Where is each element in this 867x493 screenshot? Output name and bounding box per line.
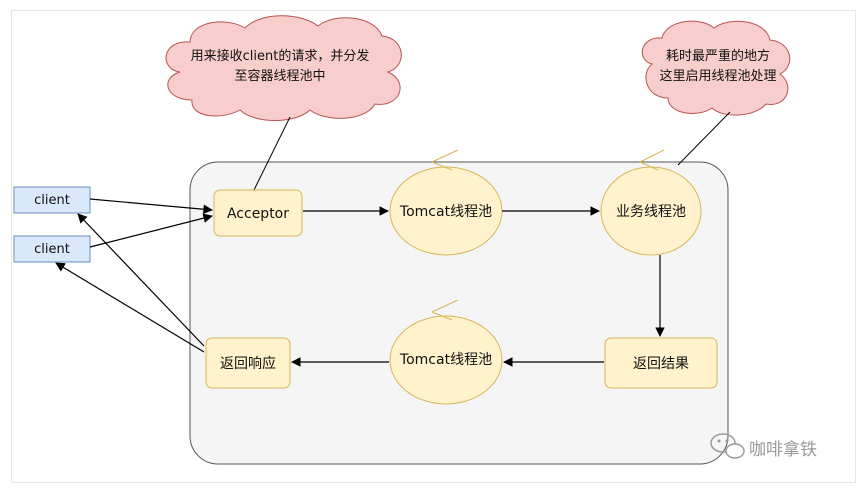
return-response-label: 返回响应 xyxy=(220,355,276,372)
acceptor-box xyxy=(213,189,303,237)
acceptor-label: Acceptor xyxy=(227,206,289,222)
callout-left-connector xyxy=(253,116,291,191)
watermark-text: 咖啡拿铁 xyxy=(749,439,817,460)
watermark: 咖啡拿铁 xyxy=(710,433,817,460)
business-pool-label: 业务线程池 xyxy=(616,204,686,220)
client-bottom-label: client xyxy=(34,242,70,257)
wechat-icon xyxy=(710,433,745,459)
callout-left-line1: 用来接收client的请求，并分发 xyxy=(191,48,370,64)
callout-right-line1: 耗时最严重的地方 xyxy=(666,48,770,64)
arrow-response-to-client-top xyxy=(77,213,205,347)
return-result-label: 返回结果 xyxy=(633,356,689,372)
callout-left-line2: 至容器线程池中 xyxy=(234,68,325,84)
server-container xyxy=(189,161,729,465)
callout-right-connector xyxy=(677,111,731,166)
arrow-client-bottom-to-acceptor xyxy=(89,213,213,248)
business-callout-cloud: 耗时最严重的地方 这里启用线程池处理 xyxy=(641,20,791,116)
client-top-box xyxy=(13,186,91,214)
client-top-label: client xyxy=(34,193,70,208)
tomcat-pool-bottom-loop-icon xyxy=(431,299,459,321)
client-bottom-box xyxy=(13,235,91,263)
business-pool-loop-icon xyxy=(639,149,665,171)
tomcat-pool-top-loop-icon xyxy=(431,149,459,171)
acceptor-callout-cloud: 用来接收client的请求，并分发 至容器线程池中 xyxy=(165,15,402,121)
return-response-box xyxy=(205,337,291,389)
arrow-response-to-client-bottom xyxy=(55,262,205,353)
arrow-client-top-to-acceptor xyxy=(89,198,213,215)
callout-right-line2: 这里启用线程池处理 xyxy=(659,68,776,84)
tomcat-pool-top-label: Tomcat线程池 xyxy=(399,204,492,220)
return-result-box xyxy=(604,337,718,389)
tomcat-pool-bottom-label: Tomcat线程池 xyxy=(399,352,492,368)
tomcat-pool-bottom-ellipse xyxy=(389,315,503,405)
